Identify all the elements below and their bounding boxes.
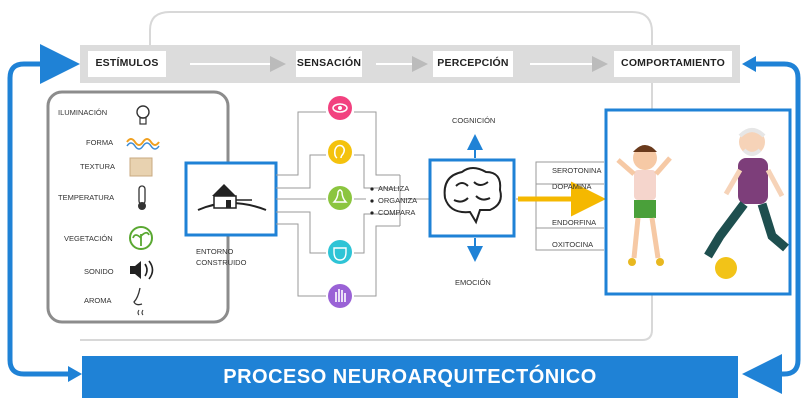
- emotion-label: EMOCIÓN: [455, 278, 491, 287]
- stage-comportamiento: COMPORTAMIENTO: [621, 57, 725, 69]
- stimulus-label-vegetacion: VEGETACIÓN: [64, 234, 113, 243]
- tongue-icon: [328, 240, 352, 264]
- stage-box-percepcion: [433, 51, 513, 77]
- stimulus-label-aroma: AROMA: [84, 296, 112, 305]
- house-icon: [197, 184, 267, 211]
- stage-box-sensacion: [296, 51, 362, 77]
- ear-icon: [328, 140, 352, 164]
- texture-icon: [129, 157, 153, 177]
- eye-icon: [328, 96, 352, 120]
- speaker-icon: [130, 260, 154, 280]
- nose-icon: [133, 287, 144, 316]
- right-loop-arrow: [742, 61, 801, 394]
- stimulus-label-textura: TEXTURA: [80, 162, 116, 171]
- plant-icon: [129, 226, 153, 250]
- left-loop-head-bottom: [68, 366, 82, 382]
- hormone-dopamina: DOPAMINA: [552, 182, 592, 191]
- sense-connectors: [276, 111, 430, 297]
- stimulus-label-forma: FORMA: [86, 138, 114, 147]
- stimulus-label-sonido: SONIDO: [84, 267, 114, 276]
- brain-icon: [443, 167, 502, 225]
- stimulus-label-iluminacion: ILUMINACIÓN: [58, 108, 108, 117]
- environment-label: ENTORNO CONSTRUIDO: [196, 247, 247, 267]
- process-organiza: ORGANIZA: [378, 196, 418, 205]
- hormone-oxitocina: OXITOCINA: [552, 240, 594, 249]
- stage-percepcion: PERCEPCIÓN: [437, 57, 509, 69]
- stage-estimulos: ESTÍMULOS: [95, 57, 159, 69]
- wave-icon: [126, 138, 160, 150]
- thermometer-icon: [138, 185, 146, 210]
- grandfather-figure: [704, 128, 789, 279]
- cognition-label: COGNICIÓN: [452, 116, 496, 125]
- hormone-connectors: [516, 161, 604, 251]
- hormone-endorfina: ENDORFINA: [552, 218, 597, 227]
- stimulus-label-temperatura: TEMPERATURA: [58, 193, 115, 202]
- process-bullets: [370, 187, 374, 215]
- light-bulb-icon: [136, 105, 150, 125]
- process-banner: PROCESO NEUROARQUITECTÓNICO: [82, 356, 738, 398]
- stage-box-estimulos: [88, 51, 166, 77]
- hormone-serotonina: SEROTONINA: [552, 166, 602, 175]
- bell-icon: [328, 186, 352, 210]
- hand-icon: [328, 284, 352, 308]
- stage-box-comportamiento: [614, 51, 732, 77]
- left-loop-arrow: [7, 44, 80, 377]
- child-figure: [616, 145, 672, 266]
- process-compara: COMPARA: [378, 208, 416, 217]
- stage-sensacion: SENSACIÓN: [296, 57, 362, 69]
- process-analiza: ANALIZA: [378, 184, 410, 193]
- background-loop-outline: [80, 11, 653, 341]
- right-loop-head-top: [742, 56, 756, 72]
